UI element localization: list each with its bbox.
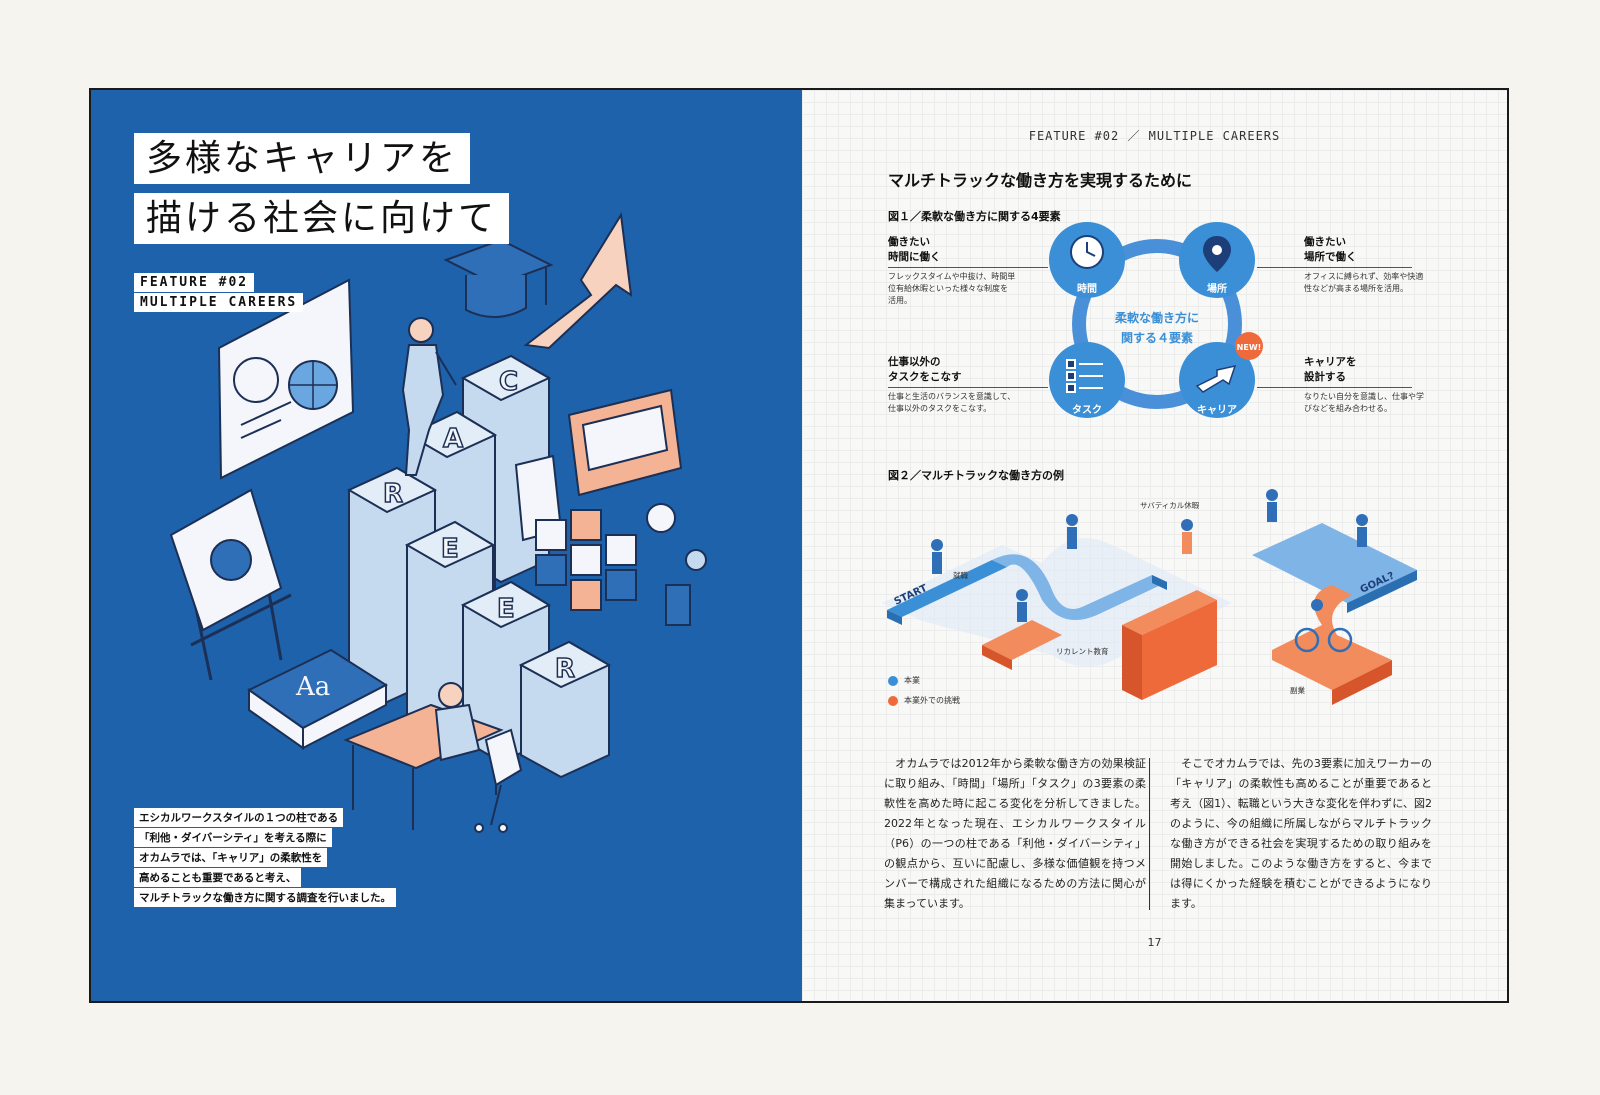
task-desc-1: 仕事と生活のバランスを意識して、 (888, 392, 1016, 401)
label-fukugyo: 副業 (1290, 686, 1305, 695)
block-letter-a: A (443, 424, 463, 454)
book-icon (247, 648, 389, 750)
career-desc: なりたい自分を意識し、仕事や学 びなどを組み合わせる。 (1304, 391, 1424, 415)
block-letter-c: C (499, 367, 518, 397)
block-letter-e2: E (497, 594, 515, 624)
task-title-1: 仕事以外の (888, 356, 941, 368)
goal-path (1252, 523, 1417, 705)
career-desc-1: なりたい自分を意識し、仕事や学 (1304, 392, 1424, 401)
fig1-ring (1072, 239, 1242, 409)
graduation-cap-icon (443, 238, 554, 319)
feature-tag-line2: MULTIPLE CAREERS (134, 293, 304, 312)
main-career-path (887, 554, 1167, 625)
up-arrow-icon (523, 212, 633, 350)
block-letter-r: R (383, 479, 403, 509)
legend-main-text: 本業 (904, 676, 920, 685)
legend-other-dot (888, 695, 898, 706)
body-column-2: そこでオカムラでは、先の3要素に加えワーカーの「キャリア」の柔軟性も高めることが… (1170, 757, 1432, 910)
task-desc: 仕事と生活のバランスを意識して、 仕事以外のタスクをこなす。 (888, 391, 1015, 415)
body-column-1: オカムラでは2012年から柔軟な働き方の効果検証に取り組み、「時間」「場所」「タ… (884, 757, 1146, 910)
time-desc: フレックスタイムや中抜け、時間単 位有給休暇といった様々な制度を 活用。 (888, 271, 1015, 307)
time-desc-1: フレックスタイムや中抜け、時間単 (888, 272, 1016, 281)
recurrent-education-path (982, 620, 1062, 670)
task-leader-line (888, 387, 1048, 388)
node-label-time: 時間 (1077, 282, 1097, 295)
fig1-label: 図１／柔軟な働き方に関する4要素 (888, 210, 1061, 223)
block-letter-r2: R (555, 654, 575, 684)
block-letter-e1: E (441, 534, 459, 564)
place-desc: オフィスに縛られず、効率や快適 性などが高まる場所を活用。 (1304, 271, 1423, 295)
career-leader-line (1257, 387, 1412, 388)
desk-worker (343, 682, 523, 833)
feature-tag-line1: FEATURE #02 (134, 273, 255, 292)
time-title-1: 働きたい (888, 236, 930, 248)
section-title: マルチトラックな働き方を実現するために (888, 171, 1193, 190)
task-title-2: タスクをこなす (888, 371, 962, 384)
legend-other: 本業外での挑戦 (888, 695, 960, 706)
running-head: FEATURE #02 ／ MULTIPLE CAREERS (1028, 129, 1281, 143)
page-title-line1: 多様なキャリアを (134, 133, 471, 185)
fig1-center-line1: 柔軟な働き方に (1114, 310, 1199, 325)
node-label-career: キャリア (1197, 404, 1237, 416)
career-title: キャリアを 設計する (1304, 355, 1357, 385)
new-badge-text: NEW! (1237, 343, 1262, 352)
label-recurrent: リカレント教育 (1056, 647, 1109, 656)
task-title: 仕事以外の タスクをこなす (888, 355, 962, 385)
intro-line-3: オカムラでは、「キャリア」の柔軟性を (134, 848, 328, 867)
column-divider (1149, 758, 1150, 910)
intro-line-4: 高めることも重要であると考え、 (134, 868, 302, 887)
legend-other-text: 本業外での挑戦 (904, 696, 960, 705)
people-figures (931, 489, 1368, 653)
design-board-icon (217, 278, 355, 480)
place-title-1: 働きたい (1304, 236, 1346, 248)
sabbatical-step (1122, 590, 1217, 700)
place-title-2: 場所で働く (1304, 251, 1357, 264)
easel-icon (169, 488, 292, 681)
node-label-place: 場所 (1207, 282, 1227, 295)
book-letter: Aa (295, 672, 330, 702)
legend-main: 本業 (888, 675, 920, 686)
label-sabbatical: サバティカル休暇 (1140, 501, 1200, 510)
time-title: 働きたい 時間に働く (888, 235, 941, 265)
fig1-center-line2: 関する４要素 (1121, 330, 1193, 345)
left-page: C A R E E R (91, 90, 802, 1001)
career-blocks (346, 354, 612, 779)
time-desc-3: 活用。 (888, 296, 912, 305)
career-arrow-icon (1195, 364, 1237, 393)
time-leader-line (888, 267, 1048, 268)
task-desc-2: 仕事以外のタスクをこなす。 (888, 404, 992, 413)
career-desc-2: びなどを組み合わせる。 (1304, 404, 1392, 413)
fig1-diagram: NEW! 時間 場所 タスク キャリア 柔軟な働き方に 関する４要素 (1049, 222, 1263, 418)
career-title-1: キャリアを (1304, 356, 1357, 368)
climbing-person (401, 317, 457, 476)
ui-panels (514, 388, 707, 626)
career-illustration: C A R E E R (169, 212, 707, 833)
legend-main-dot (888, 675, 898, 686)
node-label-task: タスク (1072, 404, 1102, 416)
intro-line-2: 「利他・ダイバーシティ」を考える際に (134, 828, 332, 847)
page-number: 17 (1147, 936, 1162, 949)
right-page: FEATURE #02 ／ MULTIPLE CAREERS マルチトラックな働… (802, 90, 1507, 1001)
place-desc-2: 性などが高まる場所を活用。 (1304, 284, 1408, 293)
place-leader-line (1257, 267, 1412, 268)
time-desc-2: 位有給休暇といった様々な制度を (888, 284, 1008, 293)
career-title-2: 設計する (1304, 371, 1346, 384)
label-shushoku: 就職 (953, 571, 968, 580)
intro-line-1: エシカルワークスタイルの１つの柱である (134, 808, 344, 827)
time-title-2: 時間に働く (888, 251, 941, 264)
intro-line-5: マルチトラックな働き方に関する調査を行いました。 (134, 888, 396, 907)
page-title-line2: 描ける社会に向けて (134, 193, 510, 245)
magazine-spread: C A R E E R (89, 88, 1509, 1003)
fig2-illustration: START GOAL? (882, 489, 1417, 705)
new-badge (1235, 332, 1263, 360)
checklist-icon (1066, 359, 1103, 393)
place-desc-1: オフィスに縛られず、効率や快適 (1304, 272, 1424, 281)
place-title: 働きたい 場所で働く (1304, 235, 1357, 265)
fig2-label: 図２／マルチトラックな働き方の例 (888, 469, 1064, 482)
